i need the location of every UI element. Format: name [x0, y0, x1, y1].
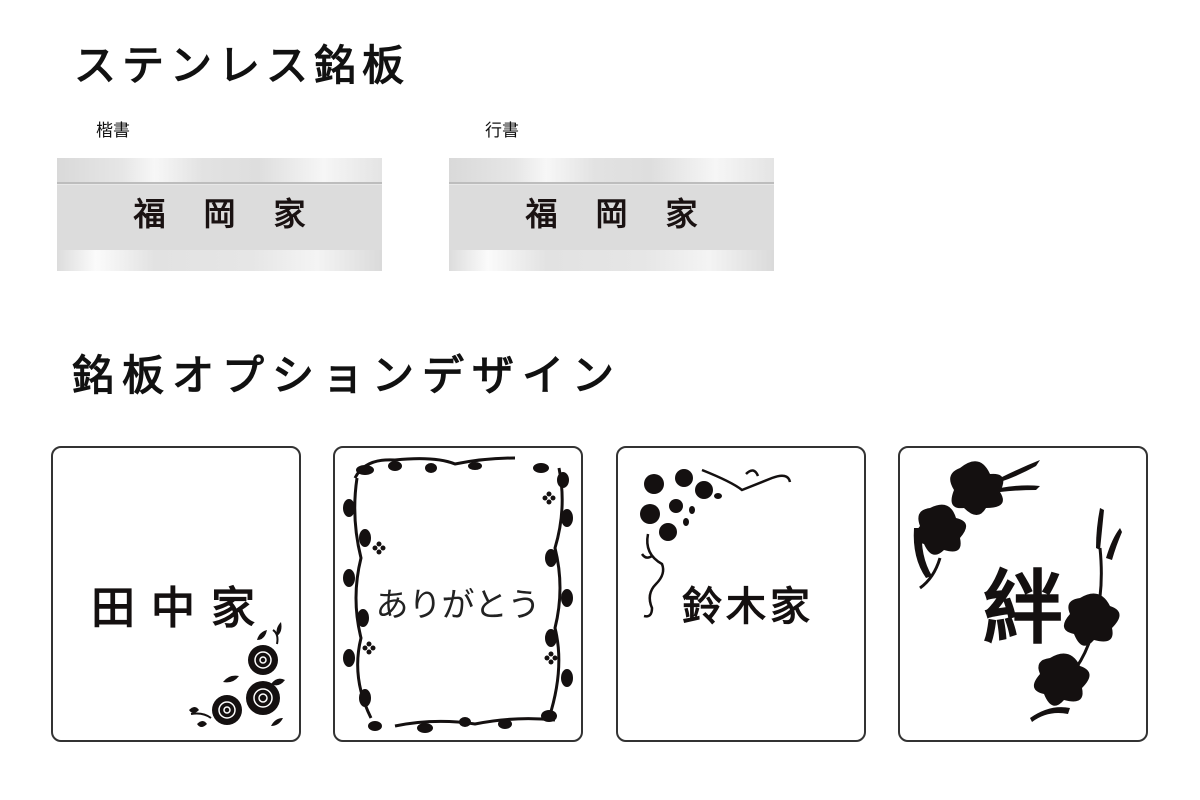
rose-corner-icon [189, 622, 285, 727]
design-card-rose: 田中家 [51, 446, 301, 742]
design-card-lily: 絆 [898, 446, 1148, 742]
stainless-plate-kaisho: 福岡家 [57, 158, 382, 271]
style-label-kaisho: 楷書 [96, 121, 130, 141]
card-text: 絆 [983, 562, 1063, 655]
plate-band [449, 182, 774, 252]
plate-name: 福岡家 [525, 195, 736, 233]
sakura-corner-icon [640, 468, 792, 618]
design-card-sakura: 鈴木家 [616, 446, 866, 742]
card-text: 田中家 [91, 583, 271, 634]
plate-bottom-strip [449, 250, 774, 271]
stainless-plate-gyosho: 福岡家 [449, 158, 774, 271]
lily-corners-icon [913, 460, 1122, 722]
stainless-nameplate-heading: ステンレス銘板 [74, 41, 411, 90]
card-text: ありがとう [375, 585, 541, 624]
card-text: 鈴木家 [682, 584, 814, 630]
plate-bottom-strip [57, 250, 382, 271]
plate-name: 福岡家 [133, 195, 344, 233]
design-card-vine: ありがとう [333, 446, 583, 742]
option-design-heading: 銘板オプションデザイン [72, 351, 623, 400]
plate-band [57, 182, 382, 252]
vine-frame-icon [343, 456, 573, 733]
style-label-gyosho: 行書 [485, 121, 519, 141]
